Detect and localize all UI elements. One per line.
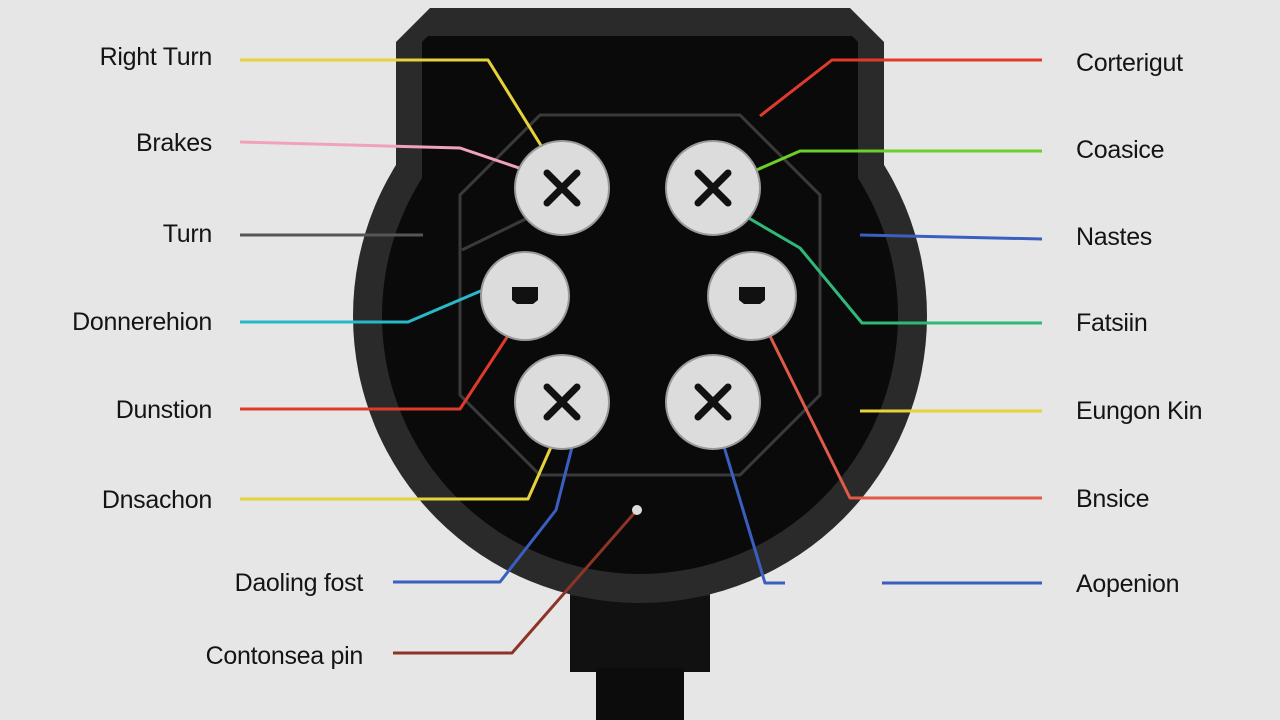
wire-fatsiin [739, 211, 1042, 325]
pin-bottom-right [665, 354, 761, 450]
wire-aopenion-inner [720, 439, 785, 585]
wire-daoling-fost [393, 446, 574, 584]
pin-middle-right [707, 251, 797, 341]
label-aopenion: Aopenion [1076, 570, 1180, 598]
wire-coasice [751, 149, 1042, 174]
label-coasice: Coasice [1076, 136, 1165, 164]
wire-bnsice [764, 327, 1042, 500]
pin-top-left [514, 140, 610, 236]
label-daoling-fost: Daoling fost [234, 569, 364, 597]
wire-corterigut [759, 58, 1042, 118]
wire-nastes [859, 233, 1043, 241]
label-right-turn: Right Turn [99, 43, 213, 71]
wire-dunstion [240, 324, 517, 411]
label-dunstion: Dunstion [115, 396, 213, 424]
x-mark-icon [694, 383, 732, 421]
x-mark-icon [543, 383, 581, 421]
pin-middle-left [480, 251, 570, 341]
bracket-mark-icon [512, 287, 538, 304]
center-pin [632, 505, 642, 515]
label-contonsea-pin: Contonsea pin [205, 642, 364, 670]
wire-right-turn [240, 58, 547, 153]
wire-donnerehion [240, 285, 491, 324]
wires [239, 58, 1043, 655]
pin-face-outline [458, 113, 822, 477]
label-donnerehion: Donnerehion [72, 308, 212, 336]
label-fatsiin: Fatsiin [1076, 309, 1148, 337]
label-nastes: Nastes [1076, 223, 1153, 251]
label-brakes: Brakes [135, 129, 212, 157]
label-dnsachon: Dnsachon [101, 486, 212, 514]
pin-top-right [665, 140, 761, 236]
pin-bottom-left [514, 354, 610, 450]
label-corterigut: Corterigut [1076, 49, 1183, 77]
x-mark-icon [694, 169, 732, 207]
label-bnsice: Bnsice [1076, 485, 1150, 513]
wire-dnsachon [240, 437, 557, 501]
wire-brakes [239, 140, 526, 172]
label-turn: Turn [162, 220, 213, 248]
cable-lower [596, 668, 684, 720]
wire-contonsea-pin [393, 509, 639, 655]
label-eungon-kin: Eungon Kin [1076, 397, 1203, 425]
x-mark-icon [543, 169, 581, 207]
bracket-mark-icon [739, 287, 765, 304]
